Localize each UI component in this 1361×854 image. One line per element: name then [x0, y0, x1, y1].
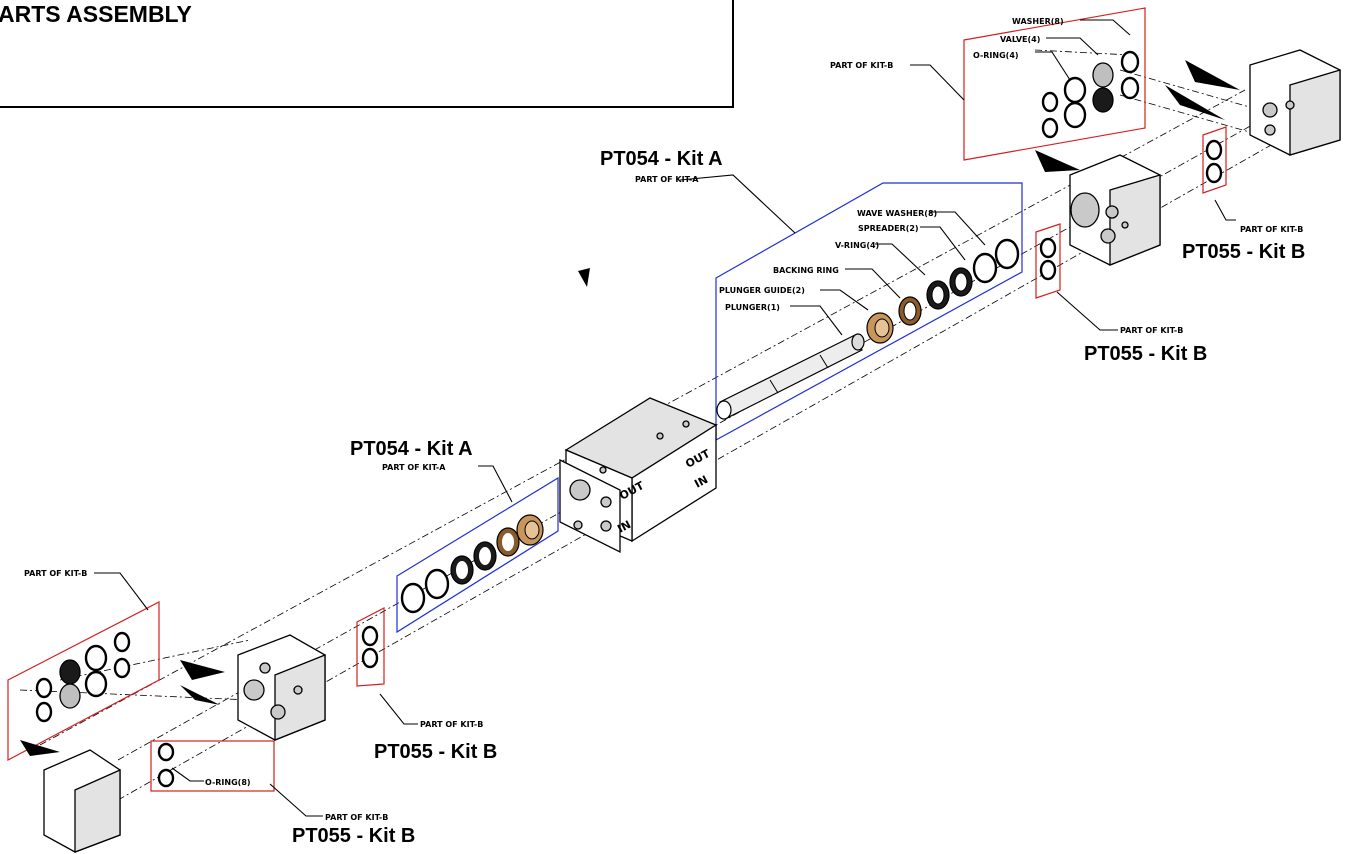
kit-b-label-right-upper: PT055 - Kit B — [1182, 241, 1305, 263]
kit-a-boxes — [396, 182, 1023, 634]
label-valve: VALVE(4) — [1000, 35, 1040, 44]
callout-kit-b-left-small: PART OF KIT-B — [420, 720, 483, 729]
kit-b-rings — [35, 50, 1223, 788]
kit-b-oring-box-far-right — [1202, 126, 1227, 194]
label-plunger: PLUNGER(1) — [725, 303, 780, 312]
callout-kit-b-right-mid: PART OF KIT-B — [1120, 326, 1183, 335]
kit-a-box-lower — [396, 476, 559, 634]
kit-b-oring-box-bottom — [150, 740, 275, 792]
kit-b-label-left-upper: PT055 - Kit B — [374, 741, 497, 763]
label-o-ring-4: O-RING(4) — [973, 51, 1019, 60]
kit-b-oring-box-left — [356, 607, 385, 687]
kit-b-boxes — [7, 7, 1227, 792]
label-o-ring-8: O-RING(8) — [205, 778, 251, 787]
callout-kit-b-top-box: PART OF KIT-B — [830, 61, 893, 70]
kit-b-label-right-lower: PT055 - Kit B — [1084, 343, 1207, 365]
label-spreader: SPREADER(2) — [858, 224, 919, 233]
kit-a-box-upper — [715, 182, 1023, 442]
kit-b-oring-box-right — [1035, 223, 1061, 299]
callout-kit-b-right-small: PART OF KIT-B — [1240, 225, 1303, 234]
port-in-top: IN — [692, 473, 710, 491]
wave-washer-ring — [994, 238, 1020, 270]
callout-kit-a-upper: PART OF KIT-A — [635, 175, 699, 184]
callout-kit-b-bottom: PART OF KIT-B — [325, 813, 388, 822]
label-backing-ring: BACKING RING — [773, 266, 839, 275]
pump-body — [559, 397, 718, 554]
plunger — [716, 333, 865, 420]
kit-a-rings-lower — [400, 514, 544, 614]
direction-arrows — [20, 60, 1240, 756]
port-in-front: IN — [615, 518, 633, 536]
kit-b-valve-box-left — [7, 601, 160, 761]
label-v-ring: V-RING(4) — [835, 241, 879, 250]
leader-lines — [94, 19, 1236, 817]
kit-a-label-upper: PT054 - Kit A — [600, 148, 723, 170]
spreader-ring — [972, 252, 998, 284]
page-title: ARTS ASSEMBLY — [0, 1, 192, 27]
callout-kit-a-lower: PART OF KIT-A — [382, 463, 446, 472]
kit-b-valve-box-right — [963, 7, 1146, 161]
kit-a-label-lower: PT054 - Kit A — [350, 438, 473, 460]
label-plunger-guide: PLUNGER GUIDE(2) — [719, 286, 805, 295]
left-manifolds — [43, 634, 326, 853]
kit-b-label-left-lower: PT055 - Kit B — [292, 825, 415, 847]
kit-a-rings-upper — [866, 238, 1020, 344]
label-wave-washer: WAVE WASHER(8) — [857, 209, 937, 218]
label-washer: WASHER(8) — [1012, 17, 1064, 26]
callout-kit-b-left-box: PART OF KIT-B — [24, 569, 87, 578]
title-box: ARTS ASSEMBLY — [0, 0, 734, 108]
right-manifolds — [1069, 49, 1341, 266]
